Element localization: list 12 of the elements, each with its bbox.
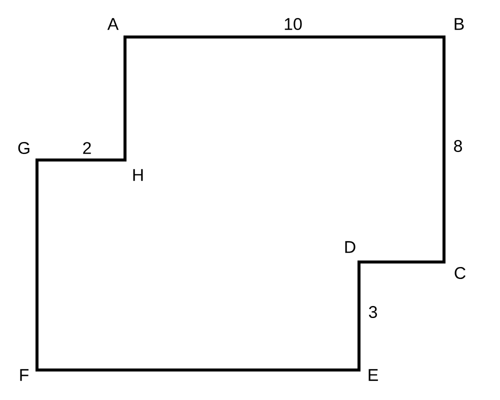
vertex-label: H [133, 169, 143, 181]
vertex-label: A [107, 18, 119, 30]
vertex-label: C [454, 267, 466, 279]
vertex-label: B [454, 18, 464, 30]
vertex-label: G [18, 142, 30, 154]
vertex-label: D [345, 241, 356, 253]
dimension-label: 2 [83, 142, 91, 154]
dimension-label: 8 [454, 140, 462, 152]
vertex-label: F [20, 369, 28, 381]
vertex-label: E [368, 369, 378, 381]
dimension-label: 10 [284, 18, 302, 30]
dimension-label: 3 [368, 306, 377, 318]
